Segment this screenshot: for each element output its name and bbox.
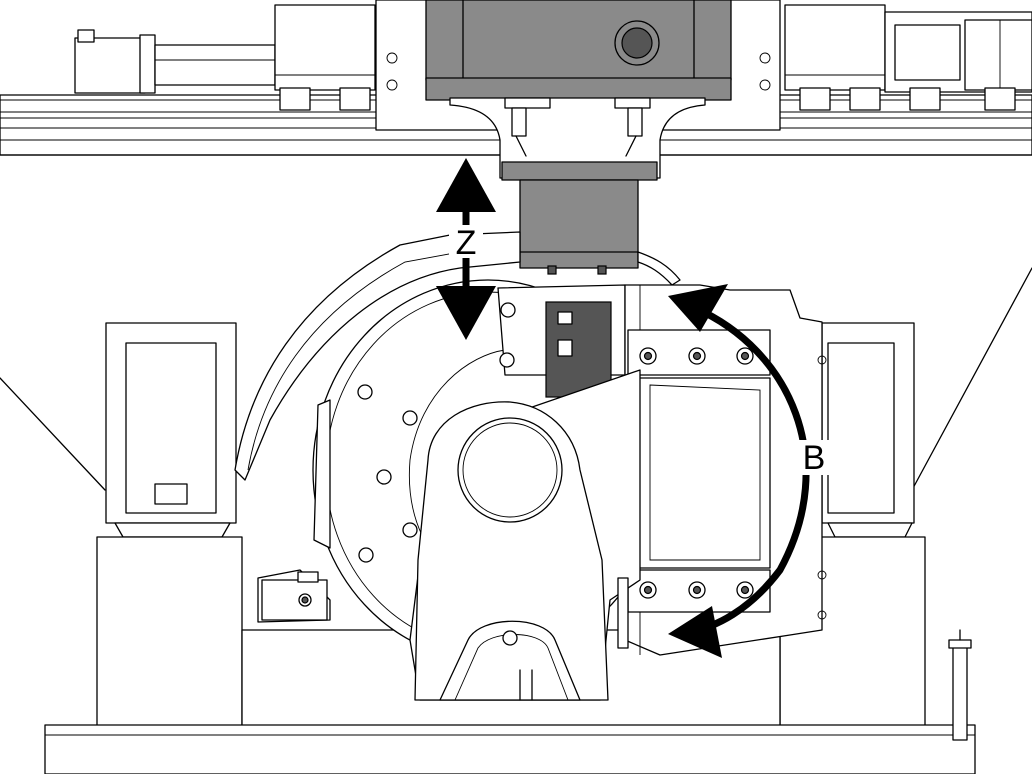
- right-axis-motor: [784, 4, 1032, 111]
- b-axis-label: B: [803, 439, 826, 477]
- left-column: [0, 322, 237, 538]
- tilting-cradle: [409, 284, 827, 701]
- left-axis-motor: [74, 4, 376, 111]
- right-column: [821, 267, 1032, 538]
- z-axis-label: Z: [456, 224, 477, 262]
- spindle-head: [425, 0, 732, 275]
- z-axis-arrow: Z: [436, 158, 496, 340]
- side-bracket: [257, 569, 331, 623]
- b-axis-arrow: B: [668, 284, 831, 658]
